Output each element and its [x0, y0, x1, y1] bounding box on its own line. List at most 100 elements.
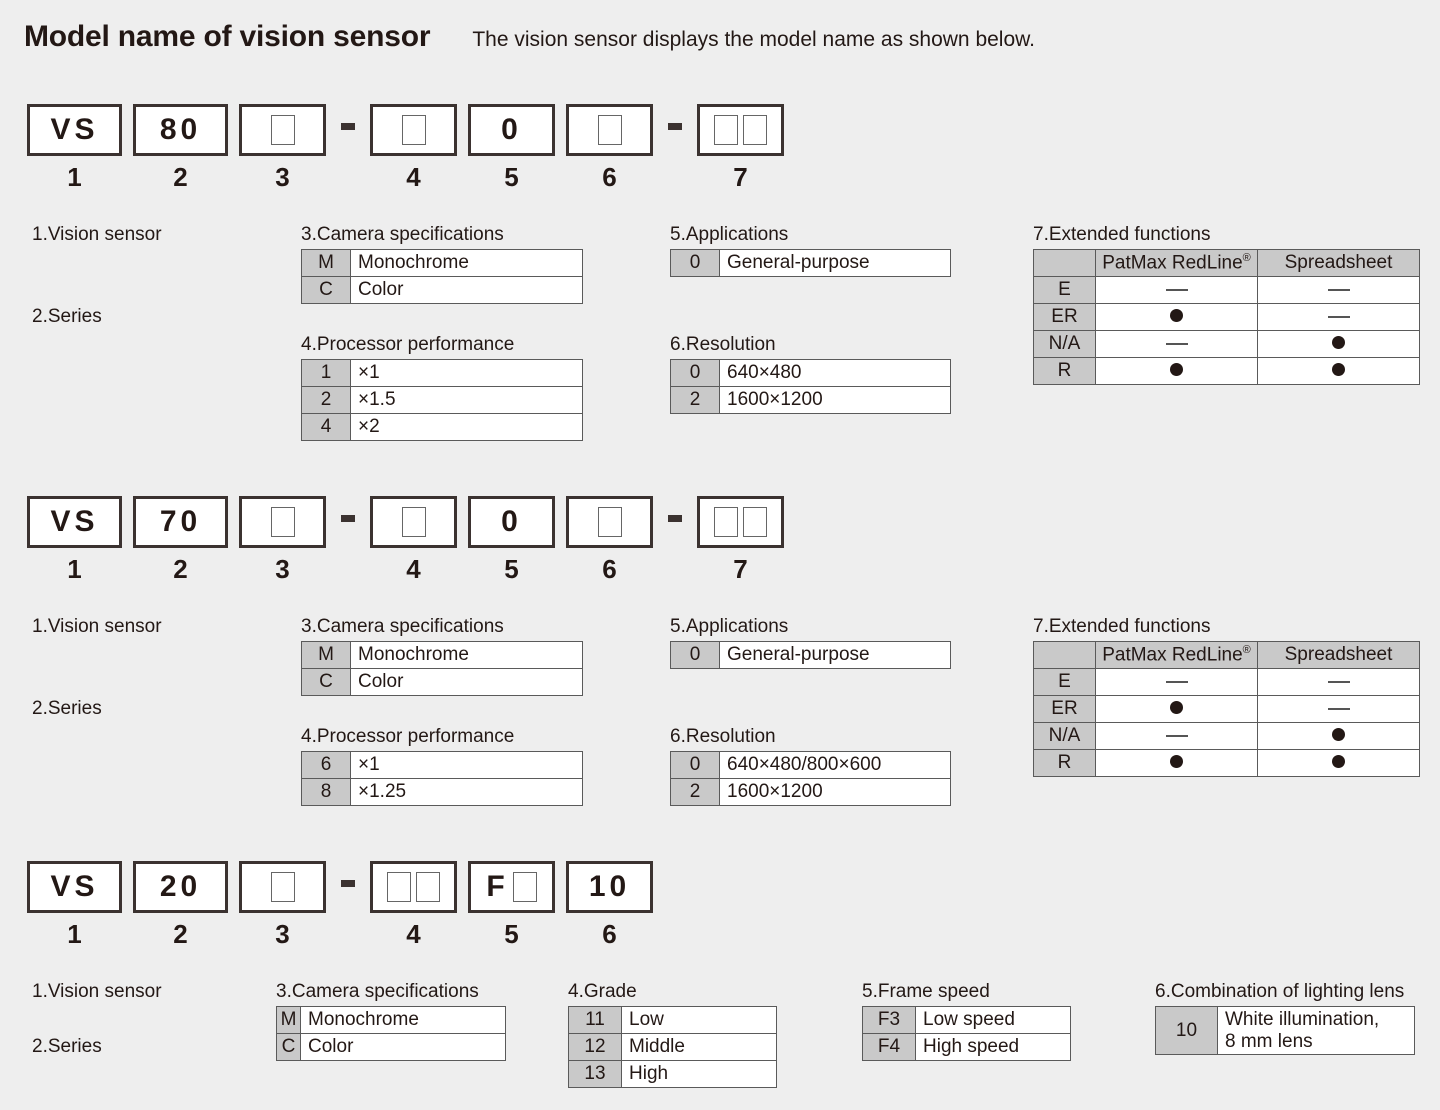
dot-icon	[1170, 700, 1183, 714]
table-cell-description: White illumination,8 mm lens	[1217, 1005, 1415, 1056]
code-cell-placeholder-box	[597, 115, 622, 145]
table-cell-code: E	[1033, 275, 1096, 304]
table-cell-code: R	[1033, 356, 1096, 385]
table-cell-code: C	[276, 1032, 301, 1061]
code-cell-number-4: 4	[406, 919, 421, 949]
table-row: ER	[1033, 694, 1420, 723]
table-cell-description: 640×480	[719, 358, 951, 387]
table-title: 4.Grade	[568, 981, 637, 1002]
table-row: R	[1033, 356, 1420, 385]
supported-dot-icon	[1257, 748, 1420, 777]
table-cell-code: C	[301, 275, 351, 304]
table-cell-code: F4	[862, 1032, 916, 1061]
table-row: ER	[1033, 302, 1420, 331]
code-cell-number-7: 7	[733, 554, 748, 584]
table-title: 6.Combination of lighting lens	[1155, 981, 1405, 1002]
table-cell-description: ×1	[350, 358, 583, 387]
code-cell-placeholder-box	[416, 872, 440, 902]
code-cell-placeholder-box	[387, 872, 411, 902]
code-cell-number-5: 5	[504, 919, 519, 949]
em-dash-icon	[1327, 707, 1350, 710]
table-row: R	[1033, 748, 1420, 777]
table-cell-description: 1600×1200	[719, 385, 951, 414]
code-cell-2: 80	[133, 104, 228, 156]
code-cell-placeholder-box	[401, 507, 426, 537]
table-cell-code: 12	[568, 1032, 622, 1061]
table-cell-description: General-purpose	[719, 640, 951, 669]
code-cell-number-6: 6	[602, 162, 617, 192]
table-cell-code: E	[1033, 667, 1096, 696]
page-header: Model name of vision sensor The vision s…	[24, 20, 1035, 54]
code-separator-dash	[668, 515, 682, 522]
table-row: N/A	[1033, 721, 1420, 750]
table-header-corner	[1033, 640, 1096, 669]
em-dash-icon	[1327, 315, 1350, 318]
code-cell-number-4: 4	[406, 554, 421, 584]
supported-dot-icon	[1257, 721, 1420, 750]
not-supported-dash-icon	[1257, 667, 1420, 696]
table-row: N/A	[1033, 329, 1420, 358]
code-cell-number-3: 3	[275, 554, 290, 584]
table-cell-description: ×1	[350, 750, 583, 779]
dot-icon	[1170, 362, 1183, 376]
supported-dot-icon	[1257, 356, 1420, 385]
supported-dot-icon	[1257, 329, 1420, 358]
code-cell-text: 0	[501, 505, 522, 538]
legend-label: 2.Series	[32, 1036, 102, 1057]
table-cell-code: M	[276, 1005, 301, 1034]
registered-trademark-icon: ®	[1242, 251, 1251, 264]
table-block-extended-functions-vs70: 7.Extended functions PatMax RedLine®Spre…	[1033, 616, 1420, 777]
dot-icon	[1332, 362, 1345, 376]
table-row: 2×1.5	[301, 385, 583, 414]
table-cell-code: 2	[670, 777, 720, 806]
table-cell-code: ER	[1033, 694, 1096, 723]
table-cell-code: 0	[670, 248, 720, 277]
table-cell-description: Color	[350, 667, 583, 696]
not-supported-dash-icon	[1095, 667, 1258, 696]
supported-dot-icon	[1095, 356, 1258, 385]
code-cell-5: F	[468, 861, 555, 913]
code-cell-number-5: 5	[504, 162, 519, 192]
code-cell-4	[370, 104, 457, 156]
code-cell-placeholder-box	[743, 115, 767, 145]
code-cell-text: 70	[159, 505, 202, 538]
table-cell-description: ×2	[350, 412, 583, 441]
legend-vision-sensor-vs80: 1.Vision sensor	[32, 224, 162, 249]
table-cell-description: High	[621, 1059, 777, 1088]
legend-vision-sensor-vs20: 1.Vision sensor	[32, 981, 162, 1006]
table-title: 4.Processor performance	[301, 334, 515, 355]
table-row: 4×2	[301, 412, 583, 441]
table-cell-code: N/A	[1033, 721, 1096, 750]
code-cell-text: 80	[159, 113, 202, 146]
table-header-row: PatMax RedLine®Spreadsheet	[1033, 640, 1420, 669]
table-cell-code: M	[301, 640, 351, 669]
table-row: E	[1033, 275, 1420, 304]
legend-label: 1.Vision sensor	[32, 616, 162, 637]
table-cell-description: 1600×1200	[719, 777, 951, 806]
table-header-cell: Spreadsheet	[1257, 640, 1420, 669]
code-cell-6	[566, 104, 653, 156]
code-cell-placeholder-box	[743, 507, 767, 537]
code-cell-number-3: 3	[275, 162, 290, 192]
table-cell-code: 4	[301, 412, 351, 441]
code-cell-number-6: 6	[602, 554, 617, 584]
code-cell-3	[239, 104, 326, 156]
table-title: 7.Extended functions	[1033, 616, 1211, 637]
code-cell-2: 20	[133, 861, 228, 913]
table-cell-code: 2	[670, 385, 720, 414]
